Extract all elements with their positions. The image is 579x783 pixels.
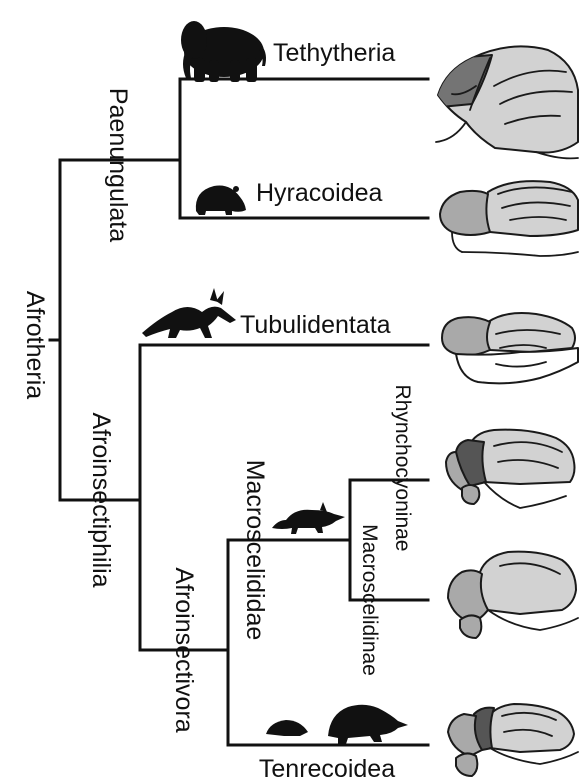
label-rhynchocyoninae: Rhynchocyoninae xyxy=(391,385,414,552)
label-tethytheria: Tethytheria xyxy=(273,39,395,67)
brain-icon xyxy=(430,46,578,158)
label-tenrecoidea: Tenrecoidea xyxy=(259,755,395,783)
hyrax-icon xyxy=(196,185,246,215)
label-afrotheria: Afrotheria xyxy=(21,291,49,399)
label-macroscelidinae: Macroscelidinae xyxy=(358,524,381,676)
aardvark-icon xyxy=(142,288,236,338)
brain-icon xyxy=(442,313,578,383)
brain-icon xyxy=(448,704,578,776)
brain-icon xyxy=(446,430,575,508)
label-macroscelididae: Macroscelididae xyxy=(241,460,269,641)
label-afroinsectiphilia: Afroinsectiphilia xyxy=(87,412,115,587)
tree-labels: Afrotheria Paenungulata Afroinsectiphili… xyxy=(21,39,414,783)
brain-icon xyxy=(448,552,578,638)
elephant-shrew-icon xyxy=(272,502,345,534)
label-hyracoidea: Hyracoidea xyxy=(256,179,383,207)
elephant-icon xyxy=(181,21,266,82)
label-tubulidentata: Tubulidentata xyxy=(240,311,391,339)
brain-icon xyxy=(440,181,578,256)
tenrec-icon xyxy=(266,705,408,744)
label-afroinsectivora: Afroinsectivora xyxy=(170,567,198,732)
label-paenungulata: Paenungulata xyxy=(104,88,132,242)
